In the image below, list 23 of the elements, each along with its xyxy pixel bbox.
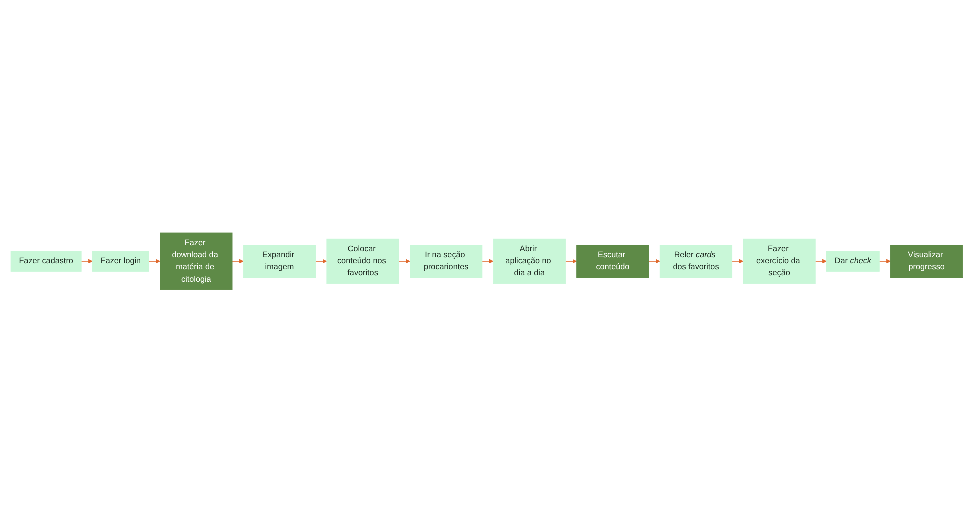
node-box: Abrir aplicação no dia a dia (493, 239, 566, 285)
node-box: Expandir imagem (243, 245, 316, 278)
node-box: Ir na seção procariontes (410, 245, 483, 278)
arrow (315, 260, 328, 264)
arrow (232, 260, 244, 264)
node-box: Reler cards dos favoritos (660, 245, 733, 278)
node-box: Colocar conteúdo nos favoritos (326, 239, 400, 285)
node-box: Fazer exercício da seção (743, 239, 816, 285)
node-box: Visualizar progresso (890, 245, 964, 278)
arrow (482, 260, 494, 264)
arrow (148, 260, 161, 264)
arrow (815, 260, 827, 264)
arrow (732, 260, 744, 264)
arrow (879, 260, 891, 264)
node-box: Dar check (826, 252, 880, 272)
node-box: Fazer login (92, 252, 150, 272)
node-box: Fazer cadastro (10, 252, 82, 272)
arrow (648, 260, 660, 264)
arrow (398, 260, 410, 264)
node-box: Escutar conteúdo (576, 245, 650, 278)
node-box: Fazer download da matéria de citologia (160, 233, 233, 291)
arrow (81, 260, 93, 264)
arrow (565, 260, 578, 264)
